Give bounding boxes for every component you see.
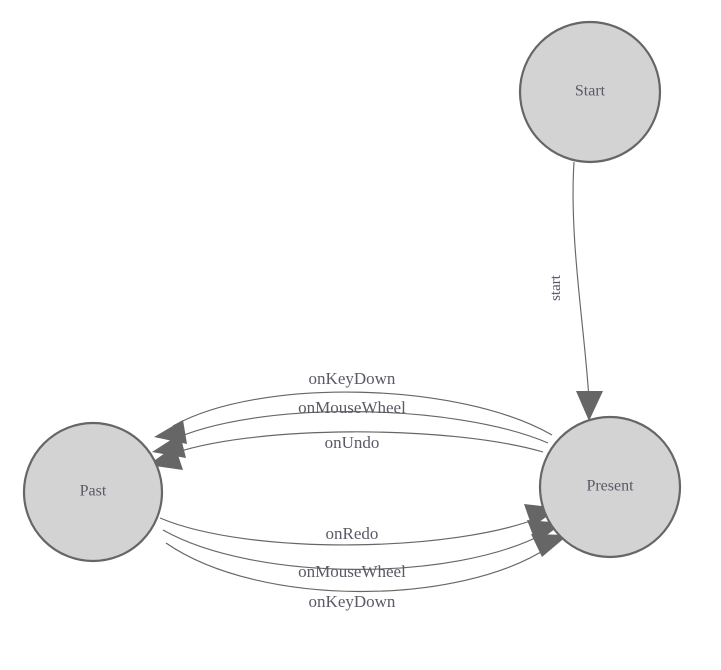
edge-past-to-present-onkeydown-path bbox=[165, 542, 550, 593]
edge-label-past-to-present-onkeydown: onKeyDown bbox=[309, 592, 396, 611]
edge-label-past-to-present-onmousewheel: onMouseWheel bbox=[298, 562, 406, 581]
node-present[interactable]: Present bbox=[538, 415, 682, 559]
edge-present-to-past-onkeydown-path bbox=[172, 391, 553, 436]
edge-label-past-to-present-onredo: onRedo bbox=[326, 524, 379, 543]
node-start-label: Start bbox=[575, 83, 606, 100]
edge-present-to-past-onundo[interactable]: onUndo bbox=[148, 431, 544, 470]
node-present-label: Present bbox=[586, 478, 634, 495]
edge-label-present-to-past-onkeydown: onKeyDown bbox=[309, 369, 396, 388]
edge-label-start: start bbox=[548, 274, 564, 301]
node-past-label: Past bbox=[80, 483, 107, 500]
edge-label-present-to-past-onundo: onUndo bbox=[325, 433, 380, 452]
node-past-circle bbox=[22, 421, 164, 563]
edge-past-to-present-onmousewheel-path bbox=[162, 529, 546, 570]
edge-past-to-present-onkeydown[interactable]: onKeyDown bbox=[165, 534, 568, 611]
edge-past-to-present-onredo[interactable]: onRedo bbox=[159, 504, 559, 546]
node-start[interactable]: Start bbox=[518, 20, 662, 164]
edge-present-to-past-onundo-path bbox=[165, 431, 544, 457]
edge-past-to-present-onredo-path bbox=[159, 516, 542, 546]
arrowhead-past-to-present-onkeydown bbox=[531, 534, 568, 557]
edge-start-to-present-path bbox=[572, 161, 590, 401]
edge-present-to-past-onmousewheel-path bbox=[169, 411, 549, 444]
node-present-circle bbox=[538, 415, 682, 559]
node-start-circle bbox=[518, 20, 662, 164]
arrowhead-start-to-present bbox=[576, 391, 603, 421]
edge-start-to-present[interactable]: start bbox=[548, 161, 603, 421]
edge-label-present-to-past-onmousewheel: onMouseWheel bbox=[298, 398, 406, 417]
node-past[interactable]: Past bbox=[22, 421, 164, 563]
